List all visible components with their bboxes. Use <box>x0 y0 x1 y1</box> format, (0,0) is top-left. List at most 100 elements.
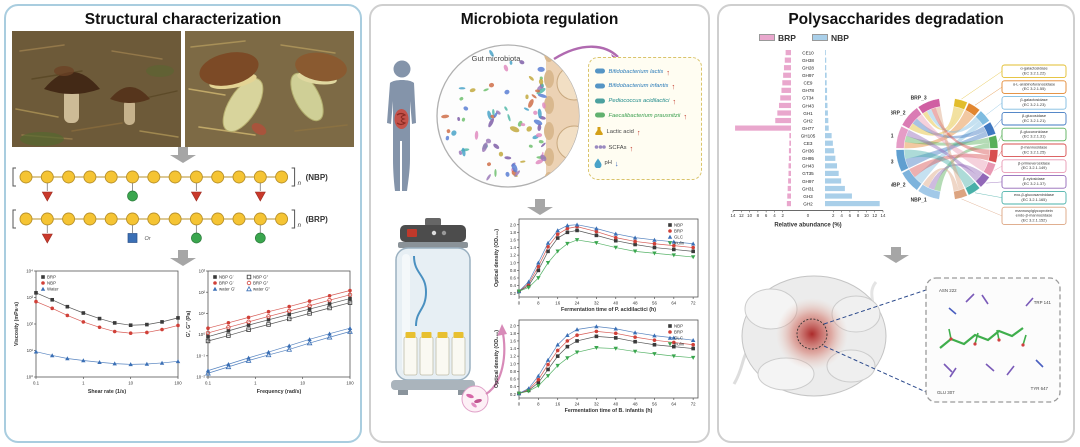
chord-ribbon <box>914 120 983 184</box>
bar-brp <box>786 201 791 207</box>
marker <box>632 349 637 354</box>
marker <box>652 241 656 246</box>
marker <box>555 342 560 347</box>
sugar-unit <box>62 170 76 184</box>
bar-nbp <box>825 193 852 199</box>
chord-ribbon <box>909 107 965 136</box>
sugar-unit <box>232 170 246 184</box>
panel-title-degradation: Polysaccharides degradation <box>788 11 1004 28</box>
sample-bottles <box>403 332 465 376</box>
arrow-to-plots-icon <box>484 324 507 395</box>
line-shape <box>974 86 1003 106</box>
marker <box>574 327 579 332</box>
marker <box>112 361 117 366</box>
enzyme-label-box <box>1001 206 1067 226</box>
ph-drop-icon <box>594 158 601 169</box>
marker <box>536 381 540 385</box>
bar-nbp <box>825 110 828 116</box>
text-label: 56 <box>652 301 657 306</box>
sugar-unit <box>19 212 33 226</box>
effect-arrow: ↑ <box>629 143 634 153</box>
bar-brp <box>735 125 791 131</box>
bar-brp <box>787 193 791 199</box>
series-NBP G′ <box>206 296 352 339</box>
down-arrow-icon <box>883 247 909 264</box>
bar-nbp <box>825 102 828 109</box>
marker <box>176 323 180 328</box>
line-shape <box>998 150 1003 157</box>
chord-ribbon <box>906 129 980 182</box>
cazyme-family-label: GT35 <box>802 171 814 176</box>
bacterium-dot <box>491 108 495 116</box>
repeat-subscript: n <box>298 181 302 187</box>
polyline-shape <box>518 326 693 394</box>
effect-name: Faecalibacterium prausnitzii <box>608 112 681 119</box>
cazyme-family-label: GH97 <box>802 179 814 184</box>
marker <box>593 324 599 329</box>
marker <box>347 328 353 334</box>
bacterium-dot <box>509 60 512 65</box>
marker <box>594 233 598 238</box>
path-shape <box>12 209 16 229</box>
marker <box>613 346 618 351</box>
bar-nbp <box>825 185 845 192</box>
polyline-shape <box>35 292 179 326</box>
text-label: 10³ <box>199 269 206 274</box>
marker <box>246 319 251 325</box>
bacterium-dot <box>537 93 547 98</box>
legend-entry: NBP <box>674 223 683 228</box>
chord-ribbon <box>912 118 987 139</box>
cazyme-family-label: GH38 <box>802 58 814 63</box>
marker <box>347 326 353 331</box>
sugar-unit <box>275 170 289 184</box>
panel-title-structural: Structural characterization <box>84 11 282 28</box>
marker <box>266 314 271 319</box>
sugar-unit <box>168 212 182 226</box>
enzyme-label: (EC 3.2.1.22) <box>1022 70 1046 75</box>
marker <box>128 331 133 336</box>
text-label: 4 <box>773 213 776 218</box>
marker <box>545 367 550 372</box>
marker <box>226 329 231 333</box>
marker <box>651 333 657 338</box>
series-water G″ <box>205 328 353 376</box>
marker <box>613 336 618 340</box>
text-label: 8 <box>537 402 540 407</box>
marker <box>564 356 570 361</box>
marker <box>574 238 579 243</box>
bacterium-icon <box>594 98 605 104</box>
marker <box>671 335 676 340</box>
bar-brp <box>788 170 791 177</box>
marker <box>81 320 86 324</box>
text-label: 1.0 <box>509 260 516 265</box>
cazyme-family-label: CE3 <box>804 141 813 146</box>
chord-ribbon <box>904 135 990 146</box>
polyline-shape <box>207 331 351 374</box>
marker <box>347 300 353 305</box>
text-label: 10 <box>300 381 305 386</box>
line-shape <box>961 71 1003 100</box>
bar-nbp <box>825 72 827 78</box>
sugar-unit <box>19 170 33 184</box>
chord-ribbon <box>909 153 990 178</box>
marker <box>205 370 211 376</box>
marker <box>564 223 570 228</box>
y-axis-label: Viscosity (mPa·s) <box>14 302 20 346</box>
marker <box>667 335 672 340</box>
marker <box>205 338 211 344</box>
marker <box>128 323 133 328</box>
panel-microbiota-regulation: Microbiota regulation <box>369 4 710 443</box>
bacterium-dot <box>524 94 529 100</box>
legend-entry: NBP <box>47 281 56 286</box>
scfa-dots-icon <box>594 145 606 149</box>
bacterium-dot <box>456 117 460 122</box>
marker <box>266 349 271 354</box>
marker <box>307 311 312 316</box>
bacterium-dot <box>458 87 465 90</box>
text-label: 10 <box>747 213 752 218</box>
enzyme-label-box <box>1001 96 1067 110</box>
y-axis-label: G′, G″ (Pa) <box>186 311 192 338</box>
